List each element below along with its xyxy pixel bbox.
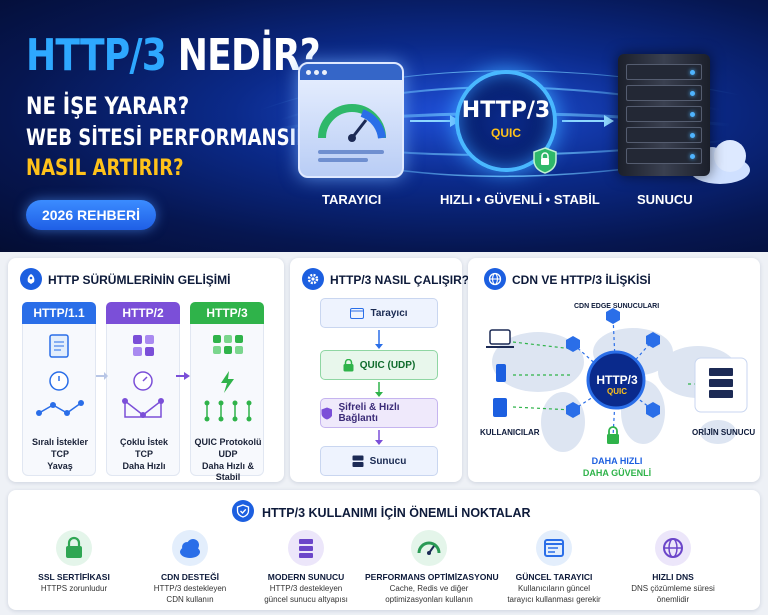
speedometer-icon xyxy=(318,104,386,162)
cloud-icon xyxy=(172,530,208,566)
version-name: HTTP/1.1 xyxy=(22,302,96,324)
version-name: HTTP/3 xyxy=(190,302,264,324)
key-point-desc: tarayıcı kullanması gerekir xyxy=(507,595,601,604)
key-point-title: SSL SERTİFİKASI xyxy=(38,572,110,582)
key-points-card xyxy=(8,490,760,610)
key-point-desc: önemlidir xyxy=(656,595,690,604)
key-point-desc: HTTPS zorunludur xyxy=(40,584,108,593)
key-points-title: HTTP/3 KULLANIMI İÇİN ÖNEMLİ NOKTALAR xyxy=(262,506,531,520)
version-name: HTTP/2 xyxy=(106,302,180,324)
step-encrypted: Şifreli & Hızlı Bağlantı xyxy=(320,398,438,428)
document-icon xyxy=(36,334,84,416)
hero-banner: HTTP/3 NEDİR? NE İŞE YARAR? WEB SİTESİ P… xyxy=(0,0,768,252)
hero-subtitle-2: WEB SİTESİ PERFORMANSINI xyxy=(26,126,319,151)
gear-icon xyxy=(302,268,324,290)
key-point-desc: HTTP/3 destekleyen xyxy=(153,584,227,593)
cdn-http3-label: HTTP/3 xyxy=(596,373,638,387)
rocket-icon xyxy=(20,268,42,290)
step-server: Sunucu xyxy=(320,446,438,476)
key-point-desc: CDN kullanın xyxy=(166,595,214,604)
shield-icon xyxy=(321,407,333,419)
cdn-origin-label: ORİJİN SUNUCU xyxy=(692,428,756,437)
step-browser: Tarayıcı xyxy=(320,298,438,328)
multiplex-icon xyxy=(204,335,252,422)
server-label: SUNUCU xyxy=(637,192,693,207)
browser-illustration xyxy=(298,62,404,178)
versions-title: HTTP SÜRÜMLERİNİN GELİŞİMİ xyxy=(48,273,231,287)
user-devices xyxy=(486,329,514,417)
key-point-desc: Cache, Redis ve diğer xyxy=(389,584,469,593)
server-illustration xyxy=(618,54,710,176)
key-point-title: GÜNCEL TARAYICI xyxy=(515,572,593,582)
quic-label: QUIC xyxy=(491,126,521,140)
browser-icon xyxy=(536,530,572,566)
flow-arrows xyxy=(375,330,383,445)
server-icon xyxy=(288,530,324,566)
key-point-desc: DNS çözümleme süresi xyxy=(631,584,715,593)
globe-icon xyxy=(484,268,506,290)
grid-icon xyxy=(122,335,164,418)
lock-icon xyxy=(56,530,92,566)
key-point-desc: güncel sunucu altyapısı xyxy=(264,595,348,604)
hero-qualities: HIZLI • GÜVENLİ • STABİL xyxy=(440,192,600,207)
key-point-title: MODERN SUNUCU xyxy=(267,572,345,582)
cdn-title: CDN VE HTTP/3 İLİŞKİSİ xyxy=(512,273,651,287)
key-point-title: HIZLI DNS xyxy=(652,572,694,582)
hero-title: HTTP/3 NEDİR? xyxy=(26,30,321,81)
key-point-title: PERFORMANS OPTİMİZASYONU xyxy=(365,572,499,582)
guide-badge[interactable]: 2026 REHBERİ xyxy=(26,200,156,230)
cdn-users-label: KULLANICILAR xyxy=(480,428,540,437)
version-http11: HTTP/1.1 Sıralı İstekler TCP Yavaş xyxy=(22,302,96,476)
cdn-caption-secure: DAHA GÜVENLİ xyxy=(582,468,652,478)
lock-icon xyxy=(343,358,354,371)
key-point-desc: Kullanıcıların güncel xyxy=(517,584,591,593)
key-point-desc: HTTP/3 destekleyen xyxy=(269,584,343,593)
hero-subtitle-3: NASIL ARTIRIR? xyxy=(26,156,184,181)
browser-icon xyxy=(350,307,365,319)
step-quic: QUIC (UDP) xyxy=(320,350,438,380)
server-icon xyxy=(352,455,364,467)
cdn-caption-faster: DAHA HIZLI xyxy=(591,456,643,466)
cdn-edge-label: CDN EDGE SUNUCULARI xyxy=(574,303,660,310)
globe-icon xyxy=(655,530,691,566)
key-point-desc: optimizasyonları kullanın xyxy=(385,595,473,604)
version-arrows xyxy=(96,372,190,380)
key-point-title: CDN DESTEĞİ xyxy=(160,572,220,582)
hero-subtitle-1: NE İŞE YARAR? xyxy=(26,92,190,120)
cdn-diagram xyxy=(486,308,748,452)
shield-check-icon xyxy=(232,500,254,522)
shield-icon xyxy=(533,147,557,174)
version-http2: HTTP/2 Çoklu İstek TCP Daha Hızlı xyxy=(106,302,180,476)
cdn-quic-label: QUIC xyxy=(607,387,627,396)
how-it-works-title: HTTP/3 NASIL ÇALIŞIR? xyxy=(330,273,470,287)
gauge-icon xyxy=(411,530,447,566)
version-http3: HTTP/3 QUIC Protokolü UDP Daha Hızlı & S… xyxy=(190,302,264,482)
browser-label: TARAYICI xyxy=(322,192,382,207)
http3-main-label: HTTP/3 xyxy=(461,98,551,123)
